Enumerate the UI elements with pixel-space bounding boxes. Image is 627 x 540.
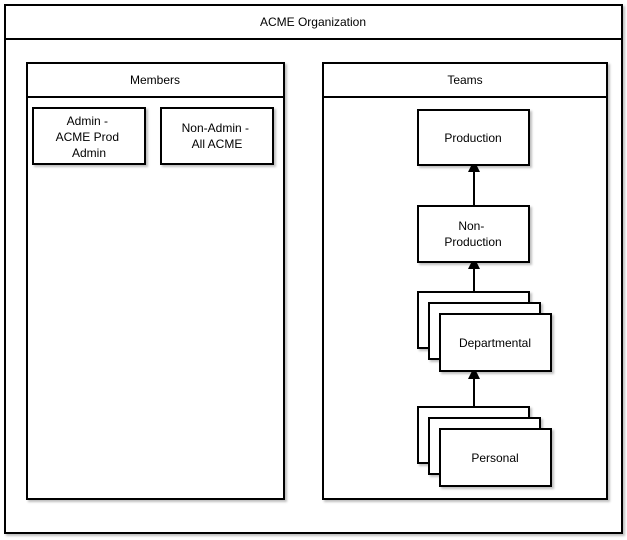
team-non-production-label: Non- Production bbox=[444, 219, 501, 249]
member-non-admin-label: Non-Admin - All ACME bbox=[182, 121, 253, 151]
member-admin-line-1: Admin - bbox=[67, 114, 108, 128]
team-personal: Personal bbox=[417, 406, 552, 487]
member-non-admin-line-1: Non-Admin - bbox=[182, 121, 249, 135]
team-non-production-line-2: Production bbox=[444, 235, 501, 249]
team-non-production-line-1: Non- bbox=[458, 219, 484, 233]
member-admin-box bbox=[32, 107, 146, 165]
member-non-admin-all-acme: Non-Admin - All ACME bbox=[160, 107, 274, 165]
members-panel: Members Admin - ACME Prod Admin Non-Admi… bbox=[26, 62, 285, 500]
team-production: Production bbox=[417, 109, 530, 166]
member-admin-label: Admin - ACME Prod Admin bbox=[56, 114, 123, 160]
teams-panel: Teams Production Non- Production Departm… bbox=[322, 62, 608, 500]
member-admin-line-3: Admin bbox=[72, 146, 106, 160]
teams-title: Teams bbox=[447, 73, 482, 87]
team-departmental-box bbox=[439, 313, 552, 372]
team-production-box bbox=[417, 109, 530, 166]
team-non-production: Non- Production bbox=[417, 205, 530, 263]
team-departmental: Departmental bbox=[417, 291, 552, 372]
member-admin-acme-prod: Admin - ACME Prod Admin bbox=[32, 107, 146, 165]
members-title: Members bbox=[130, 73, 180, 87]
member-admin-line-2: ACME Prod bbox=[56, 130, 119, 144]
team-personal-label: Personal bbox=[471, 451, 518, 465]
team-departmental-label: Departmental bbox=[459, 336, 531, 350]
member-non-admin-box bbox=[160, 107, 274, 165]
member-non-admin-line-2: All ACME bbox=[192, 137, 243, 151]
team-personal-box bbox=[439, 428, 552, 487]
team-non-production-box bbox=[417, 205, 530, 263]
organization-title: ACME Organization bbox=[260, 15, 366, 29]
team-production-label: Production bbox=[444, 131, 501, 145]
